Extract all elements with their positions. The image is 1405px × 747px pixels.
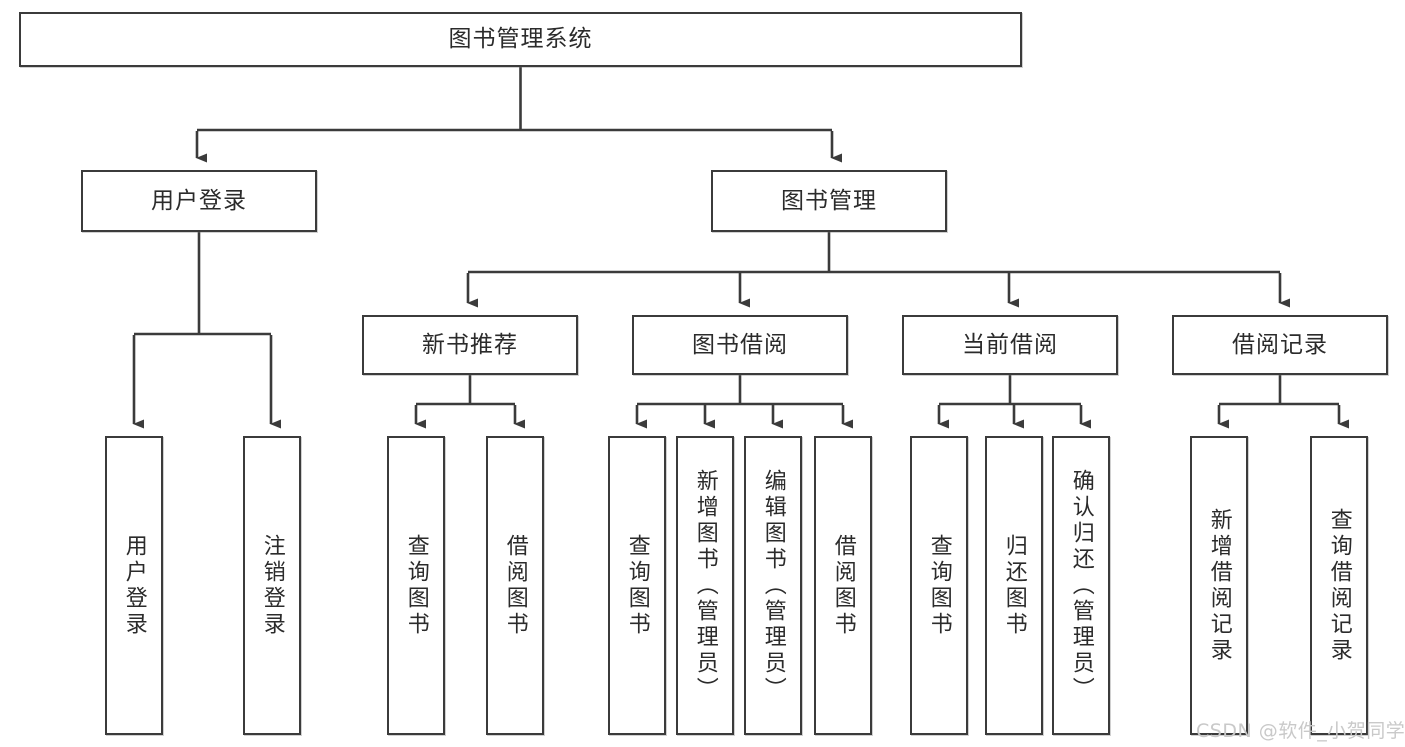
node-book-manage[interactable]: 图书管理 (711, 170, 947, 232)
node-label-leaf-query-book-borrow: 查询图书 (624, 533, 650, 638)
node-leaf-borrow-book[interactable]: 借阅图书 (814, 436, 872, 735)
node-label-leaf-confirm-return: 确认归还（管理员） (1068, 468, 1094, 703)
connector-newbook-to-leaves (414, 375, 525, 429)
node-leaf-query-borrow-record[interactable]: 查询借阅记录 (1310, 436, 1368, 735)
node-label-leaf-query-book-current: 查询图书 (926, 533, 952, 638)
node-leaf-query-book-current[interactable]: 查询图书 (910, 436, 968, 735)
node-leaf-add-borrow-record[interactable]: 新增借阅记录 (1190, 436, 1248, 735)
connector-currentborrow-to-leaves (937, 375, 1091, 429)
node-label-leaf-query-borrow-record: 查询借阅记录 (1326, 507, 1352, 664)
node-root-system[interactable]: 图书管理系统 (19, 12, 1022, 67)
node-label-root-system: 图书管理系统 (448, 26, 593, 53)
node-label-leaf-borrow-book-recommend: 借阅图书 (502, 533, 528, 638)
node-label-leaf-add-book: 新增图书（管理员） (692, 468, 718, 703)
node-label-leaf-return-book: 归还图书 (1001, 533, 1027, 638)
node-label-book-manage: 图书管理 (781, 187, 877, 214)
node-label-user-login: 用户登录 (151, 187, 247, 214)
node-leaf-borrow-book-recommend[interactable]: 借阅图书 (486, 436, 544, 735)
node-leaf-edit-book[interactable]: 编辑图书（管理员） (744, 436, 802, 735)
node-leaf-return-book[interactable]: 归还图书 (985, 436, 1043, 735)
node-leaf-query-book-recommend[interactable]: 查询图书 (387, 436, 445, 735)
node-label-book-borrow: 图书借阅 (692, 331, 788, 358)
connector-root-to-level2 (195, 67, 842, 163)
node-label-current-borrow: 当前借阅 (962, 331, 1058, 358)
node-leaf-query-book-borrow[interactable]: 查询图书 (608, 436, 666, 735)
node-label-leaf-edit-book: 编辑图书（管理员） (760, 468, 786, 703)
connector-bookmanage-to-level3 (466, 232, 1290, 308)
node-label-new-book-recommend: 新书推荐 (422, 331, 518, 358)
node-label-borrow-record: 借阅记录 (1232, 331, 1328, 358)
node-label-leaf-borrow-book: 借阅图书 (830, 533, 856, 638)
node-leaf-add-book[interactable]: 新增图书（管理员） (676, 436, 734, 735)
connector-bookborrow-to-leaves (635, 375, 853, 429)
node-label-leaf-query-book-recommend: 查询图书 (403, 533, 429, 638)
node-borrow-record[interactable]: 借阅记录 (1172, 315, 1388, 375)
node-label-leaf-user-login: 用户登录 (121, 533, 147, 638)
node-label-leaf-user-logout: 注销登录 (259, 533, 285, 638)
connector-userlogin-to-leaves (132, 232, 281, 429)
node-user-login[interactable]: 用户登录 (81, 170, 317, 232)
node-label-leaf-add-borrow-record: 新增借阅记录 (1206, 507, 1232, 664)
node-leaf-confirm-return[interactable]: 确认归还（管理员） (1052, 436, 1110, 735)
node-current-borrow[interactable]: 当前借阅 (902, 315, 1118, 375)
node-new-book-recommend[interactable]: 新书推荐 (362, 315, 578, 375)
node-leaf-user-logout[interactable]: 注销登录 (243, 436, 301, 735)
node-leaf-user-login[interactable]: 用户登录 (105, 436, 163, 735)
connector-borrowrecord-to-leaves (1217, 375, 1349, 429)
node-book-borrow[interactable]: 图书借阅 (632, 315, 848, 375)
